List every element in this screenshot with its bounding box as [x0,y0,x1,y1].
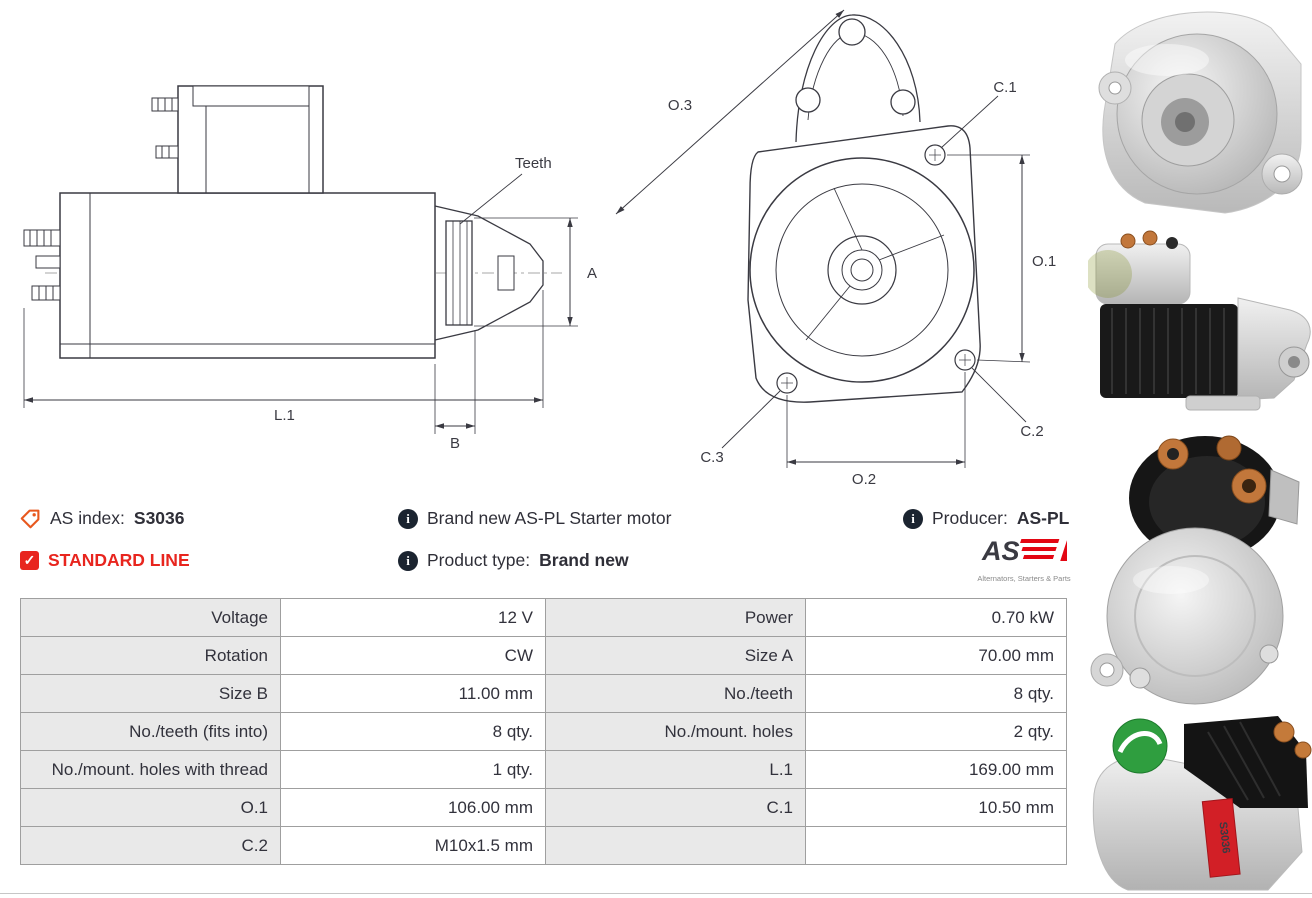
product-type-label: Product type: [427,550,531,570]
standard-line-row: ✓ STANDARD LINE [20,550,190,571]
spec-value: 169.00 mm [805,750,1067,789]
mounting-holes [776,144,976,394]
spec-label: No./teeth (fits into) [20,712,281,751]
spec-row: Size B 11.00 mm No./teeth 8 qty. [20,674,1067,713]
front-view-drawing: O.1 O.2 O.3 C.1 C.2 C.3 [615,9,1056,488]
info-icon: i [903,508,923,529]
label-c2: C.2 [1020,423,1043,440]
spec-label: Voltage [20,598,281,637]
as-index-label: AS index: [50,508,125,528]
brand-new-row: i Brand new AS-PL Starter motor [398,508,671,529]
spec-row: No./teeth (fits into) 8 qty. No./mount. … [20,712,1067,751]
spec-value: 12 V [280,598,546,637]
page-bottom-divider [0,893,1312,894]
spec-label [545,826,806,865]
red-part-sticker: S3036 [1201,797,1241,878]
dim-o3-line [615,9,845,215]
drive-end-outline [434,205,544,341]
product-photo-1 [1098,11,1303,214]
spec-label: Size B [20,674,281,713]
spec-value: 10.50 mm [805,788,1067,827]
spec-value [805,826,1067,865]
top-housing-outline [795,14,921,143]
spec-label: No./mount. holes [545,712,806,751]
dim-a [474,217,578,327]
spec-value: 1 qty. [280,750,546,789]
dim-o2 [786,372,966,468]
label-c3: C.3 [700,449,723,466]
flange-outline [747,125,981,403]
spec-label: Power [545,598,806,637]
dim-o1-label: O.1 [1032,253,1056,270]
dim-b [434,330,476,434]
spec-label: Rotation [20,636,281,675]
as-index-row: AS index: S3036 [20,508,185,529]
spec-value: 8 qty. [280,712,546,751]
solenoid-outline [151,85,324,194]
spec-row: O.1 106.00 mm C.1 10.50 mm [20,788,1067,827]
product-photo-4: S3036 [1092,716,1312,891]
spec-label: No./teeth [545,674,806,713]
product-photo-3 [1090,435,1300,705]
spec-label: Size A [545,636,806,675]
info-icon: i [398,550,418,571]
spec-label: No./mount. holes with thread [20,750,281,789]
producer-value: AS-PL [1016,508,1070,528]
dim-o3-label: O.3 [668,97,692,114]
spec-value: 2 qty. [805,712,1067,751]
spec-table: Voltage 12 V Power 0.70 kW Rotation CW S… [20,598,1067,865]
spec-value: 0.70 kW [805,598,1067,637]
producer-label: Producer: [932,508,1008,528]
spec-value: 70.00 mm [805,636,1067,675]
product-type-value: Brand new [539,550,629,570]
aspl-logo-mark: AS [981,536,1076,566]
spec-value: 11.00 mm [280,674,546,713]
side-view-drawing: A Teeth L.1 B [23,85,597,452]
spec-label: C.2 [20,826,281,865]
green-sticker [1112,718,1168,774]
dim-l1 [23,290,544,408]
standard-line-text: STANDARD LINE [48,550,190,570]
spec-label: L.1 [545,750,806,789]
terminal-studs-left [23,229,61,301]
spec-value: M10x1.5 mm [280,826,546,865]
brand-new-text: Brand new AS-PL Starter motor [427,508,672,528]
front-circles [749,157,975,383]
spec-label: C.1 [545,788,806,827]
spec-row: C.2 M10x1.5 mm [20,826,1067,865]
label-c1: C.1 [993,79,1016,96]
product-type-row: i Product type: Brand new [398,550,629,571]
sticker-part-number: S3036 [1217,821,1232,854]
as-index-value: S3036 [133,508,185,528]
producer-row: i Producer: AS-PL [903,508,1069,529]
tag-icon [20,509,40,529]
spec-value: CW [280,636,546,675]
dim-o1 [947,154,1031,363]
dim-b-label: B [450,435,460,452]
spec-row: No./mount. holes with thread 1 qty. L.1 … [20,750,1067,789]
check-icon: ✓ [20,551,39,570]
spec-value: 8 qty. [805,674,1067,713]
product-photo-2 [1088,230,1311,411]
aspl-logo-subtext: Alternators, Starters & Parts [977,574,1071,583]
aspl-logo: AS Alternators, Starters & Parts [976,534,1076,583]
spec-label: O.1 [20,788,281,827]
dim-a-label: A [587,265,597,282]
teeth-label: Teeth [515,155,552,172]
spec-row: Rotation CW Size A 70.00 mm [20,636,1067,675]
spec-row: Voltage 12 V Power 0.70 kW [20,598,1067,637]
aspl-logo-text: AS [981,536,1020,566]
spec-value: 106.00 mm [280,788,546,827]
info-icon: i [398,508,418,529]
dim-l1-label: L.1 [274,407,295,424]
dim-o2-label: O.2 [852,471,876,488]
